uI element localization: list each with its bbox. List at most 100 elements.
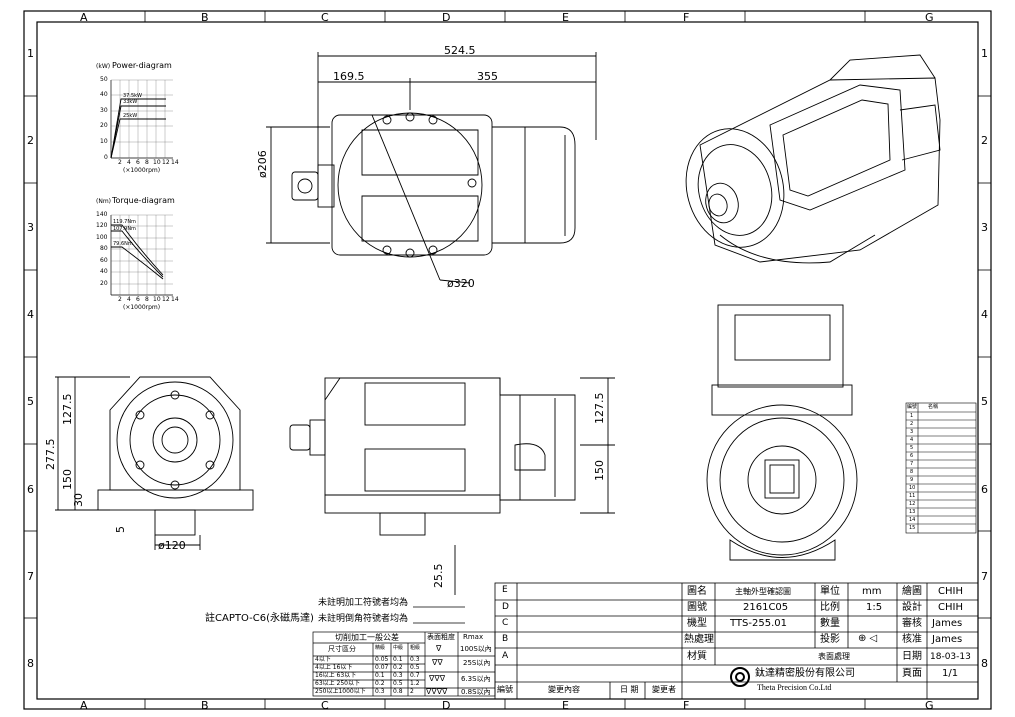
rev-mark: B: [502, 634, 509, 644]
power-curve-2: [110, 105, 166, 159]
rev-mark: A: [502, 651, 509, 661]
tol-row-val: 0.05: [375, 656, 389, 663]
items-row-no: 6: [910, 453, 914, 459]
torque-ytick: 60: [100, 257, 108, 264]
items-row-no: 15: [909, 525, 916, 531]
tb-check-value: James: [932, 618, 963, 629]
zone-col-e-bottom: E: [562, 699, 569, 712]
rev-mark: D: [502, 602, 509, 612]
torque-curve-label: 107.9Nm: [113, 226, 136, 232]
power-curve-label: 25kW: [123, 113, 138, 119]
dim-front-length: 169.5: [333, 70, 365, 83]
tb-model-label: 機型: [687, 618, 707, 629]
rev-footer: 編號: [497, 685, 513, 694]
power-xtick: 12: [162, 159, 170, 166]
tol-row-val: 0.1: [375, 672, 385, 679]
torque-ytick: 100: [96, 234, 108, 241]
items-row-no: 1: [910, 413, 914, 419]
rev-mark: C: [502, 618, 509, 628]
items-table-grid: [905, 402, 977, 534]
zone-row-1-right: 1: [981, 47, 988, 60]
surface-rmax: 6.3S以內: [461, 675, 491, 683]
power-curve-label: 37.5kW: [123, 93, 142, 99]
zone-row-7-right: 7: [981, 570, 988, 583]
power-diagram-axes: [110, 79, 173, 159]
torque-xtick: 14: [171, 296, 179, 303]
tb-company-cn: 鈦達精密股份有限公司: [755, 668, 855, 679]
dim-height-total: 277.5: [44, 438, 57, 471]
zone-row-2-right: 2: [981, 134, 988, 147]
items-row-no: 12: [909, 501, 916, 507]
zone-col-c-bottom: C: [321, 699, 329, 712]
zone-ticks: [24, 11, 991, 709]
tol-row-val: 0.2: [375, 680, 385, 687]
zone-row-1: 1: [27, 47, 34, 60]
power-curve-1: [110, 98, 166, 159]
torque-xtick: 6: [136, 296, 140, 303]
tb-approve-value: James: [932, 634, 963, 645]
items-row-no: 5: [910, 445, 914, 451]
tb-unit-label: 單位: [820, 586, 840, 597]
torque-curve-1: [111, 224, 164, 276]
power-xlabel: (×1000rpm): [123, 167, 161, 174]
dim-drop: 25.5: [432, 563, 445, 589]
zone-col-b: B: [201, 11, 209, 24]
torque-ytick: 80: [100, 245, 108, 252]
tol-rmax-head: Rmax: [463, 633, 484, 641]
torque-title: Torque-diagram: [112, 196, 175, 205]
torque-xtick: 10: [153, 296, 161, 303]
note-chamfer: 未註明倒角符號者均為: [318, 614, 409, 624]
tb-no-label: 圖號: [687, 602, 707, 613]
tb-name-label: 圖名: [687, 586, 707, 597]
zone-row-5: 5: [27, 395, 34, 408]
zone-col-a-bottom: A: [80, 699, 88, 712]
torque-curve-2: [111, 230, 164, 278]
items-row-no: 9: [910, 477, 914, 483]
items-head: 編號: [907, 404, 918, 410]
surface-rmax: 25S以內: [463, 659, 491, 667]
tb-no-value: 2161C05: [743, 602, 789, 613]
dim-overall-length: 524.5: [444, 44, 476, 57]
zone-row-8-right: 8: [981, 657, 988, 670]
tb-qty-label: 數量: [820, 618, 840, 629]
dim-side-upper: 127.5: [593, 392, 606, 425]
rev-footer: 變更內容: [548, 685, 580, 694]
dim-flange-dia: ø320: [447, 277, 475, 290]
torque-curve-label: 119.7Nm: [113, 219, 136, 225]
zone-row-6: 6: [27, 483, 34, 496]
dim-base-thk: 30: [72, 493, 85, 507]
tb-surface-label: 表面處理: [818, 652, 850, 661]
zone-col-d: D: [442, 11, 451, 24]
zone-col-b-bottom: B: [201, 699, 209, 712]
tol-row-val: 2: [410, 688, 414, 695]
items-row-no: 10: [909, 485, 916, 491]
spindle-iso-view: [685, 54, 941, 264]
power-ytick: 30: [100, 107, 108, 114]
tb-date-label: 日期: [902, 651, 922, 662]
torque-ytick: 20: [100, 280, 108, 287]
zone-row-4-right: 4: [981, 308, 988, 321]
power-ytick: 10: [100, 138, 108, 145]
power-ytick: 50: [100, 76, 108, 83]
power-xtick: 14: [171, 159, 179, 166]
rev-footer: 日 期: [620, 685, 639, 694]
spindle-rear-view: [706, 304, 858, 561]
power-xtick: 6: [136, 159, 140, 166]
zone-row-7: 7: [27, 570, 34, 583]
power-ytick: 0: [104, 154, 108, 161]
note-capto: 註CAPTO-C6(永磁馬達): [205, 613, 314, 624]
surface-rmax: 100S以內: [460, 645, 492, 653]
tb-check-label: 審核: [902, 618, 922, 629]
power-xtick: 10: [153, 159, 161, 166]
items-row-no: 14: [909, 517, 916, 523]
power-unit: (kW): [96, 63, 111, 70]
zone-col-f: F: [683, 11, 690, 24]
zone-col-f-bottom: F: [683, 699, 690, 712]
tol-row-val: 0.07: [375, 664, 389, 671]
zone-col-c: C: [321, 11, 329, 24]
tb-drawn-label: 繪圖: [902, 586, 922, 597]
inner-frame: [36, 21, 979, 700]
dim-height-upper: 127.5: [61, 393, 74, 426]
rev-mark: E: [502, 585, 508, 595]
zone-row-8: 8: [27, 657, 34, 670]
